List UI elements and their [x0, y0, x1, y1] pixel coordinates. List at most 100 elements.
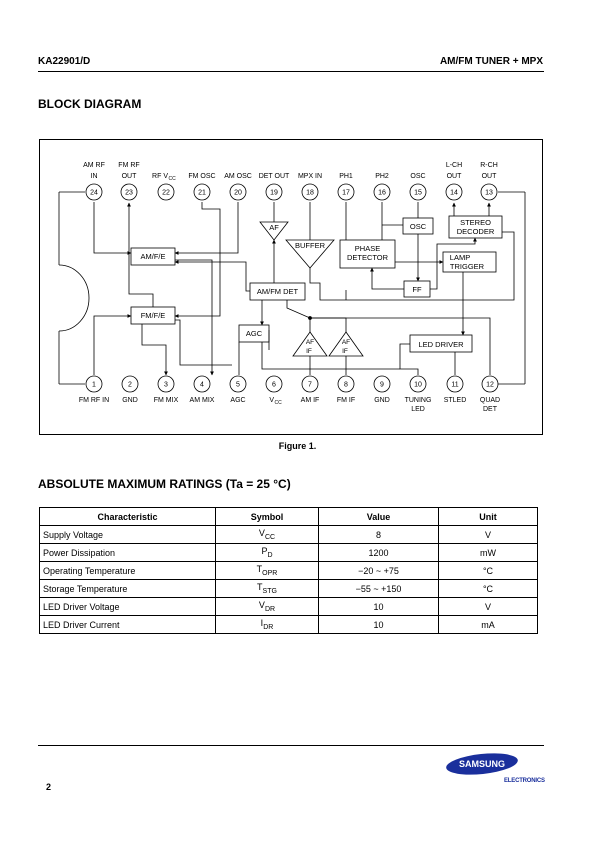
- pin-number: 7: [308, 382, 312, 389]
- pin-number: 4: [200, 382, 204, 389]
- am-fm-det-block: [249, 282, 306, 301]
- characteristic-cell: Supply Voltage: [39, 525, 216, 544]
- pin-number: 16: [378, 190, 386, 197]
- characteristic-cell: Storage Temperature: [39, 579, 216, 598]
- col-value: Value: [318, 507, 439, 526]
- phase-label: PHASE: [355, 244, 380, 253]
- symbol-main: P: [261, 546, 268, 557]
- unit-cell: °C: [438, 561, 538, 580]
- pin-circle: [193, 183, 211, 201]
- bottom-pin-4: 4 AM MIX: [190, 375, 215, 404]
- af-if-1-label-b: IF: [306, 348, 312, 355]
- pin-number: 23: [125, 190, 133, 197]
- pin-number: 5: [236, 382, 240, 389]
- pin-label: PH2: [375, 173, 389, 180]
- ratings-header-row: Characteristic Symbol Value Unit: [39, 507, 538, 526]
- pin-label: AM MIX: [190, 397, 215, 404]
- pin-circle: [337, 375, 355, 393]
- figure-caption: Figure 1.: [278, 441, 317, 451]
- pin-label: MPX IN: [298, 173, 322, 180]
- symbol-cell: VDR: [215, 597, 319, 616]
- pin-circle: [445, 183, 463, 201]
- pin-circle: [229, 375, 247, 393]
- pin-circle: [265, 183, 283, 201]
- ratings-table: Characteristic Symbol Value Unit Supply …: [39, 507, 538, 634]
- pin-circle: [409, 183, 427, 201]
- bottom-pin-8: 8FM IF: [337, 375, 355, 404]
- characteristic-cell: Operating Temperature: [39, 561, 216, 580]
- pin-circle: [157, 375, 175, 393]
- lamp-label: LAMP: [450, 253, 470, 262]
- bottom-pin-3: 3FM MIX: [154, 375, 179, 404]
- pin-circle: [121, 375, 139, 393]
- decoder-label: DECODER: [457, 227, 495, 236]
- pin-label: FM RF IN: [79, 397, 109, 404]
- pin-label: FM OSC: [188, 173, 215, 180]
- symbol-cell: TOPR: [215, 561, 319, 580]
- pin-label: AM OSC: [224, 173, 252, 180]
- pin-circle: [409, 375, 427, 393]
- ratings-title: ABSOLUTE MAXIMUM RATINGS (Ta = 25 °C): [38, 477, 291, 491]
- pin-label: TUNING: [405, 397, 432, 404]
- product-title: AM/FM TUNER + MPX: [439, 56, 543, 67]
- symbol-cell: TSTG: [215, 579, 319, 598]
- pin-label: RF V: [152, 173, 168, 180]
- symbol-subscript: DR: [263, 623, 274, 631]
- pin-circle: [157, 183, 175, 201]
- logo-subtext: ELECTRONICS: [504, 778, 545, 784]
- pin-label: GND: [122, 397, 138, 404]
- phase-detector-block: [339, 239, 396, 269]
- af-if-2-label-a: AF: [342, 339, 350, 346]
- pin-circle: [301, 183, 319, 201]
- pin-number: 6: [272, 382, 276, 389]
- pin-label: L-CH: [446, 162, 462, 169]
- pin-number: 22: [162, 190, 170, 197]
- col-unit: Unit: [438, 507, 538, 526]
- samsung-logo: SAMSUNG: [446, 753, 518, 775]
- symbol-cell: VCC: [215, 525, 319, 544]
- pin-number: 17: [342, 190, 350, 197]
- ff-label: FF: [412, 285, 422, 294]
- symbol-main: T: [257, 582, 263, 593]
- pin-number: 1: [92, 382, 96, 389]
- characteristic-cell: LED Driver Current: [39, 615, 216, 634]
- top-pin-16: 16 PH2: [373, 173, 391, 201]
- pin-circle: [301, 375, 319, 393]
- pin-label: V: [269, 397, 274, 404]
- pin-label: LED: [411, 406, 425, 413]
- pin-circle: [373, 183, 391, 201]
- pin-number: 8: [344, 382, 348, 389]
- pin-circle: [337, 183, 355, 201]
- pin-label-sub: CC: [169, 176, 177, 182]
- pin-number: 10: [414, 382, 422, 389]
- detector-label: DETECTOR: [347, 253, 389, 262]
- symbol-main: T: [256, 564, 263, 575]
- pin-circle: [193, 375, 211, 393]
- pin-circle: [265, 375, 283, 393]
- trigger-label: TRIGGER: [450, 262, 485, 271]
- pin-number: 12: [486, 382, 494, 389]
- pin-number: 21: [198, 190, 206, 197]
- pin-label: IN: [91, 173, 98, 180]
- pin-label: AM RF: [83, 162, 105, 169]
- pin-label: R-CH: [480, 162, 498, 169]
- characteristic-cell: Power Dissipation: [39, 543, 216, 562]
- symbol-cell: PD: [215, 543, 319, 562]
- value-cell: −20 ~ +75: [318, 561, 439, 580]
- pin-label: DET: [483, 406, 498, 413]
- pin-circle: [120, 183, 138, 201]
- symbol-main: V: [258, 528, 265, 539]
- pin-number: 2: [128, 382, 132, 389]
